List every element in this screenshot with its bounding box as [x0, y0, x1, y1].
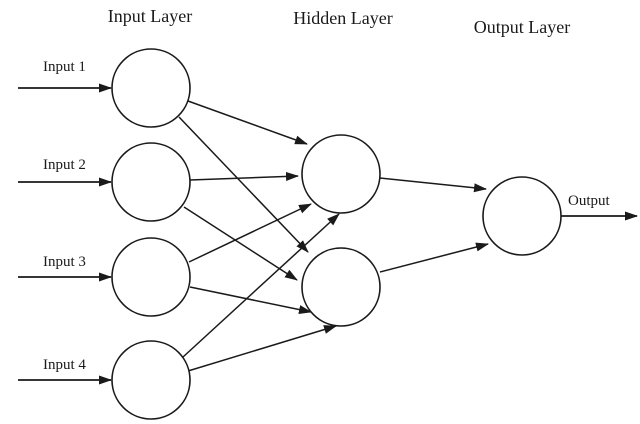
node-input-2 — [111, 142, 191, 222]
edge-input-4-hidden-1 — [182, 213, 340, 358]
input-arrow-4-label: Input 4 — [43, 357, 86, 373]
edge-input-4-hidden-2 — [187, 325, 337, 372]
edge-input-1-hidden-1 — [187, 100, 308, 145]
input-arrow-1-label: Input 1 — [43, 59, 86, 75]
node-input-3 — [111, 237, 191, 317]
edge-input-1-hidden-2 — [178, 116, 309, 253]
edge-hidden-2-output-1 — [379, 242, 489, 273]
input-arrow-2-label: Input 2 — [43, 157, 86, 173]
layer-title-hidden-layer: Hidden Layer — [293, 8, 392, 28]
input-arrow-3-label: Input 3 — [43, 254, 86, 270]
edge-input-2-hidden-2 — [183, 206, 298, 281]
edge-input-3-hidden-2 — [189, 286, 312, 314]
node-input-4 — [111, 340, 191, 420]
layer-title-input-layer: Input Layer — [108, 6, 192, 26]
layer-title-output-layer: Output Layer — [474, 17, 570, 37]
edge-hidden-1-output-1 — [379, 177, 487, 193]
node-input-1 — [111, 48, 191, 128]
node-hidden-2 — [301, 247, 381, 327]
node-output-1 — [482, 176, 562, 256]
node-hidden-1 — [301, 134, 381, 214]
edge-input-3-hidden-1 — [188, 203, 312, 263]
output-arrow-label: Output — [568, 193, 611, 209]
edge-input-2-hidden-1 — [189, 171, 299, 181]
